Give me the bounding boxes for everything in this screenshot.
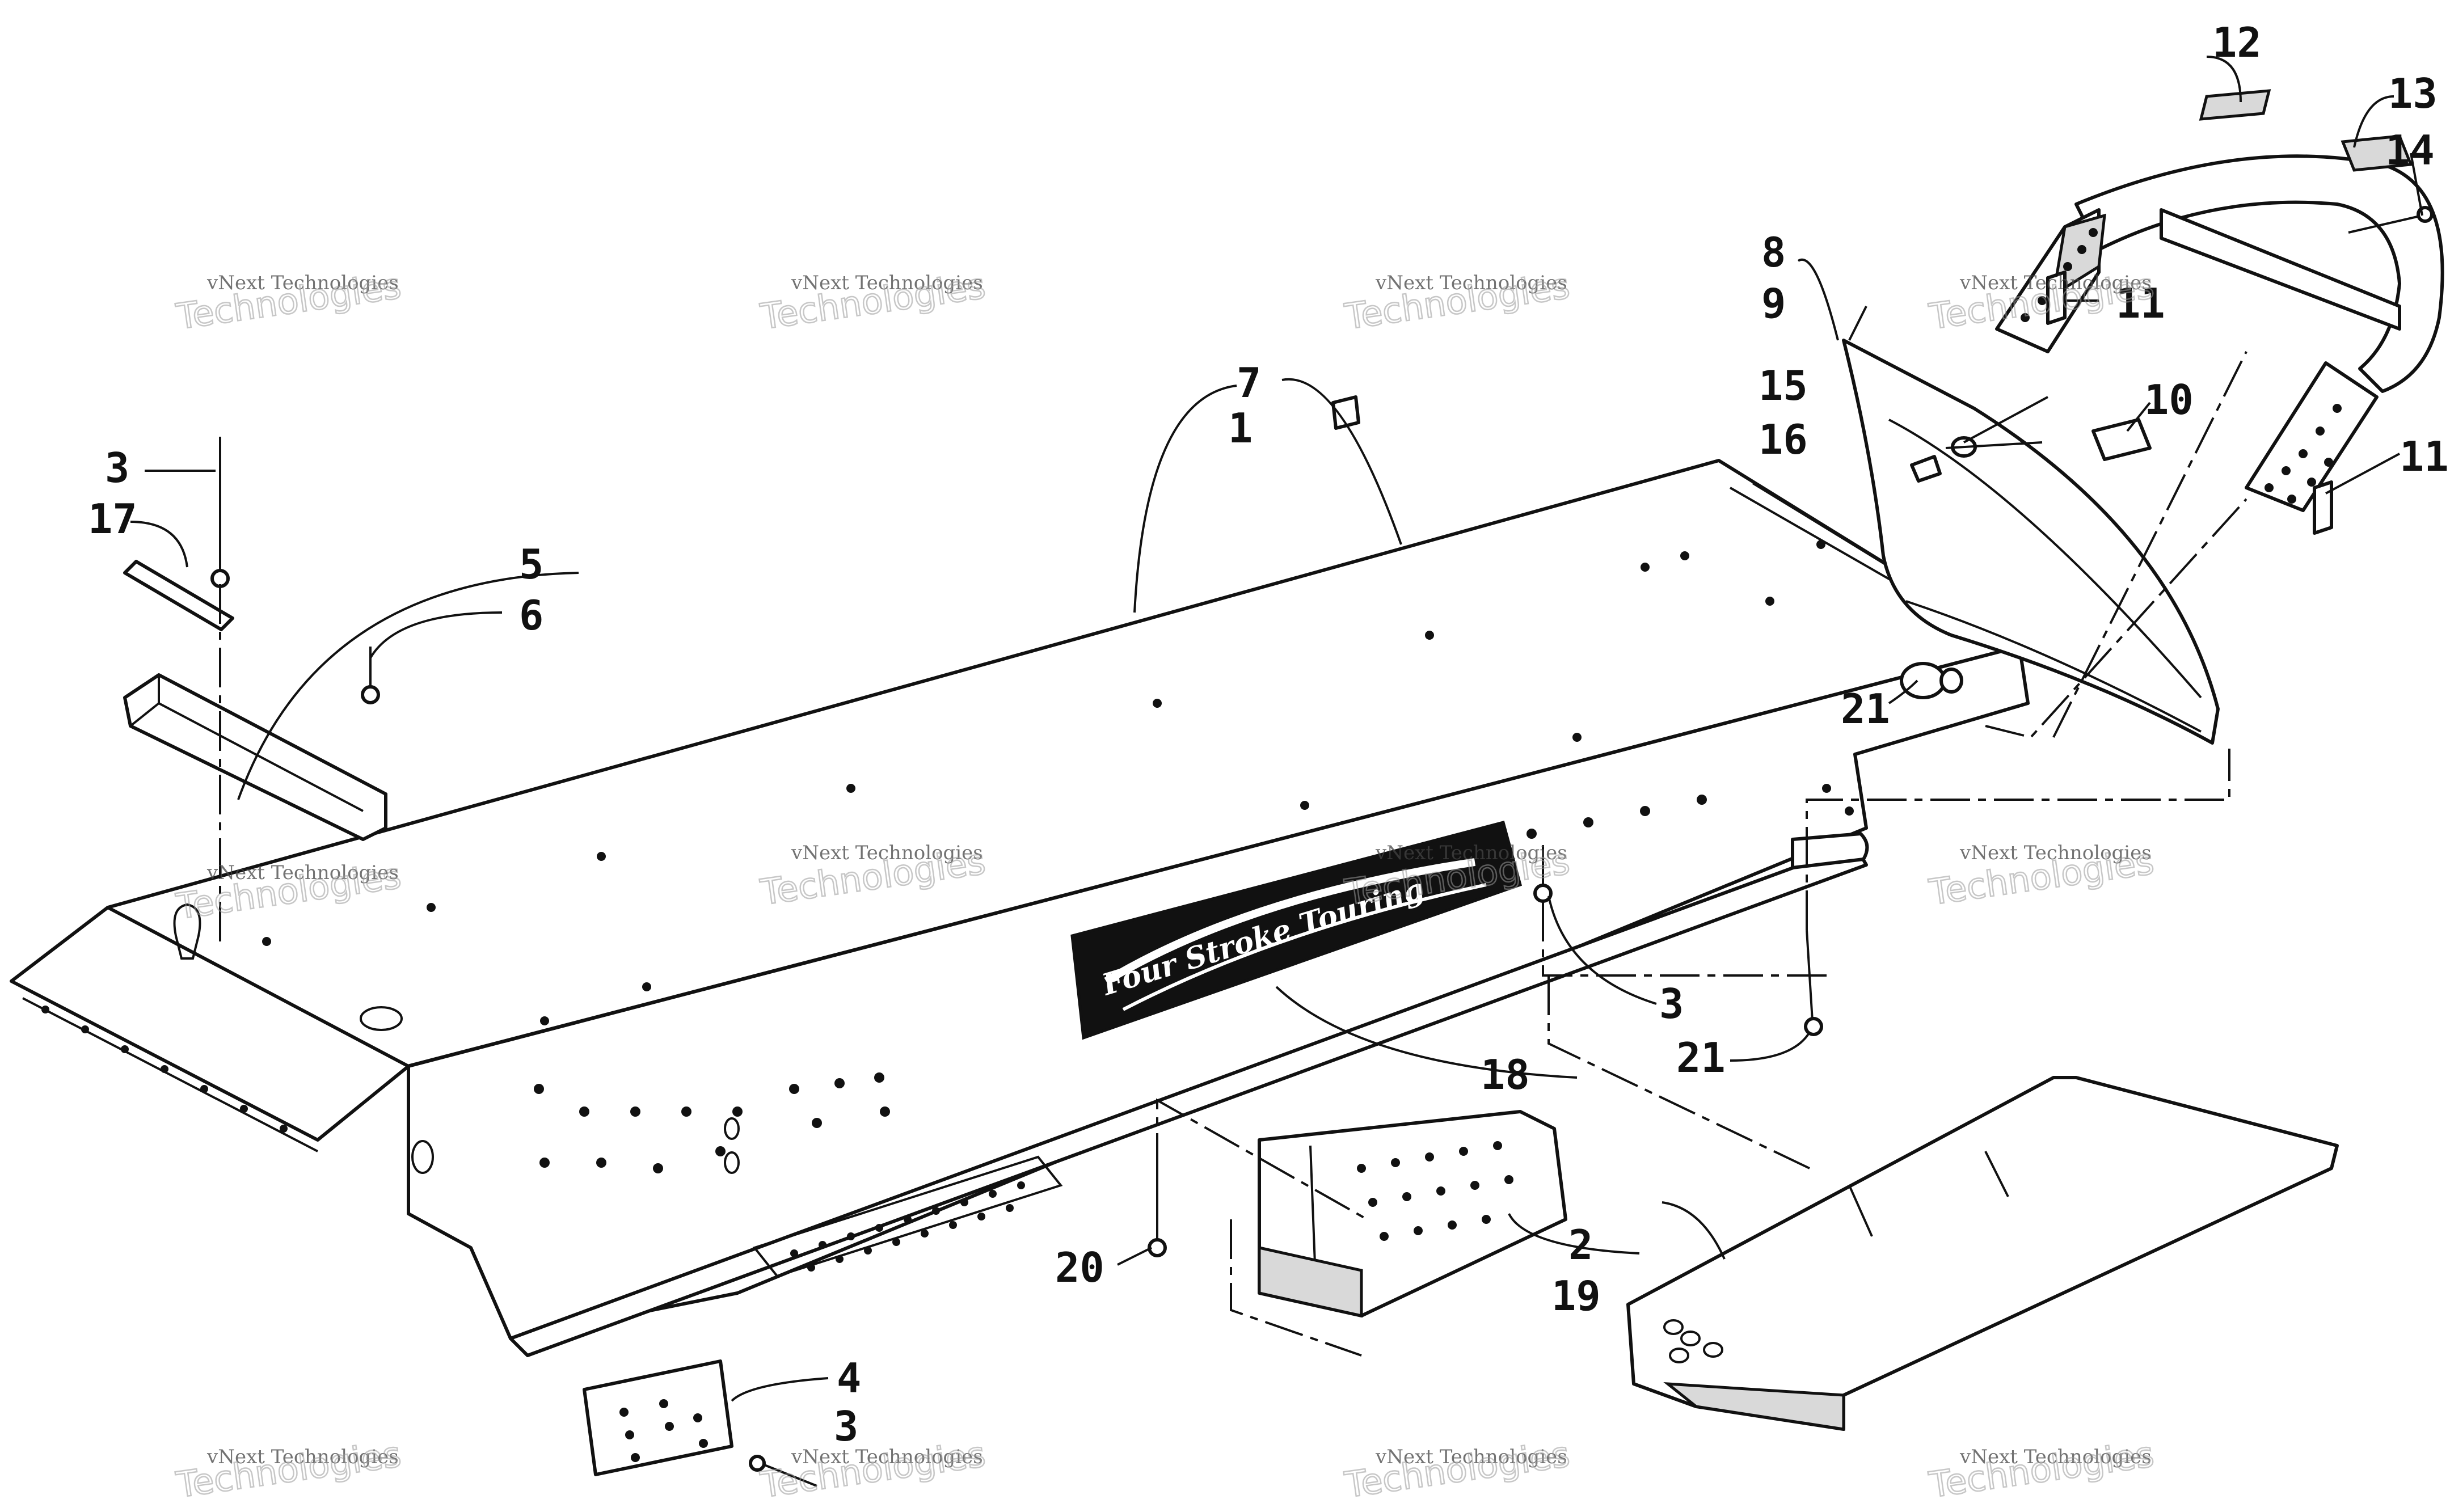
watermark: vNext Technologies Technologies — [1342, 840, 1573, 914]
svg-text:vNext Technologies: vNext Technologies — [1375, 1446, 1567, 1468]
bumper-perforations — [2021, 228, 2342, 504]
watermark: vNext Technologies Technologies — [1342, 1433, 1573, 1506]
watermark: vNext Technologies Technologies — [173, 264, 404, 338]
mounting-plate — [583, 1359, 817, 1487]
svg-text:Technologies: Technologies — [1926, 1433, 2157, 1506]
watermark: vNext Technologies Technologies — [757, 1433, 989, 1506]
footrest — [1258, 1110, 1567, 1318]
svg-text:vNext Technologies: vNext Technologies — [206, 272, 399, 294]
svg-text:vNext Technologies: vNext Technologies — [1959, 272, 2152, 294]
svg-text:vNext Technologies: vNext Technologies — [1375, 272, 1567, 294]
watermark: vNext Technologies Technologies — [757, 264, 989, 338]
side-brace — [1626, 1076, 2339, 1431]
callout-20: 20 — [1055, 1244, 1104, 1291]
svg-text:vNext Technologies: vNext Technologies — [791, 272, 983, 294]
callout-2: 2 — [1568, 1221, 1593, 1269]
front-flap-rivets — [41, 1006, 288, 1133]
watermark: vNext Technologies Technologies — [1926, 840, 2157, 914]
callout-4: 4 — [837, 1354, 861, 1402]
svg-text:Technologies: Technologies — [1342, 1433, 1572, 1506]
callout-6: 6 — [519, 592, 543, 639]
callout-21: 21 — [1841, 685, 1890, 733]
callout-3: 3 — [1659, 980, 1684, 1028]
watermark: vNext Technologies Technologies — [1342, 264, 1573, 338]
callout-19: 19 — [1551, 1272, 1601, 1320]
callout-3: 3 — [105, 444, 129, 492]
callout-10: 10 — [2144, 376, 2194, 424]
leader-lines — [130, 56, 2423, 1402]
callout-16: 16 — [1759, 416, 1808, 463]
callout-17: 17 — [88, 495, 137, 543]
callout-5: 5 — [519, 540, 543, 588]
svg-text:vNext Technologies: vNext Technologies — [206, 861, 399, 884]
callout-18: 18 — [1481, 1051, 1530, 1099]
svg-text:vNext Technologies: vNext Technologies — [1959, 1446, 2152, 1468]
svg-text:vNext Technologies: vNext Technologies — [1375, 842, 1567, 864]
callout-7: 7 — [1237, 359, 1261, 407]
tunnel-assembly — [10, 459, 2030, 1357]
callout-3: 3 — [834, 1403, 858, 1450]
callout-8: 8 — [1761, 229, 1786, 276]
rear-bumper-assembly — [1842, 89, 2444, 745]
svg-text:vNext Technologies: vNext Technologies — [206, 1446, 399, 1468]
svg-text:vNext Technologies: vNext Technologies — [1959, 842, 2152, 864]
watermark: vNext Technologies Technologies — [1926, 1433, 2157, 1506]
svg-text:Technologies: Technologies — [758, 1433, 988, 1506]
svg-text:vNext Technologies: vNext Technologies — [791, 842, 983, 864]
running-board-perforation — [752, 1155, 1063, 1278]
footrest-perforations — [1357, 1141, 1513, 1241]
watermark: vNext Technologies Technologies — [173, 1433, 404, 1506]
svg-text:vNext Technologies: vNext Technologies — [791, 1446, 983, 1468]
callout-11: 11 — [2116, 280, 2165, 327]
callout-13: 13 — [2388, 70, 2438, 117]
callout-21: 21 — [1676, 1034, 1726, 1082]
callout-12: 12 — [2212, 19, 2262, 66]
svg-text:Technologies: Technologies — [174, 1433, 404, 1506]
callout-11: 11 — [2400, 433, 2449, 480]
watermark: vNext Technologies Technologies — [757, 840, 989, 914]
callout-9: 9 — [1761, 280, 1786, 327]
assembly-lines — [219, 351, 2247, 1357]
front-bracket — [123, 437, 387, 841]
tunnel-holes — [262, 540, 1854, 1025]
callout-15: 15 — [1759, 362, 1808, 409]
callout-14: 14 — [2385, 126, 2435, 174]
callouts: 1 2 3 3 3 4 5 6 7 8 9 10 11 11 12 13 14 … — [88, 19, 2449, 1450]
callout-1: 1 — [1228, 404, 1253, 452]
